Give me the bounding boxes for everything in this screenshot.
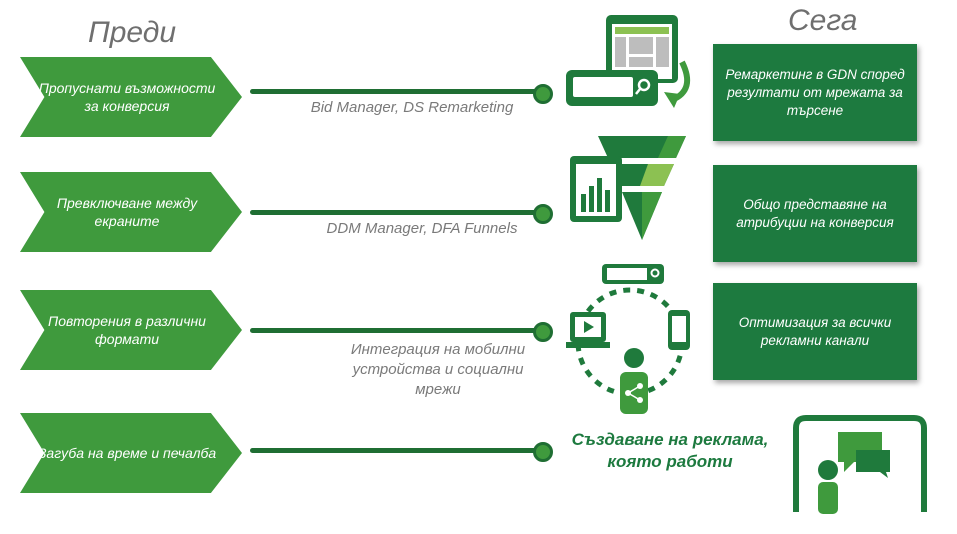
tool-caption-2: DDM Manager, DFA Funnels	[326, 220, 518, 237]
problem-chevron-3: Повторения в различни формати	[20, 290, 242, 370]
solution-label-3: Оптимизация за всички рекламни канали	[738, 314, 892, 348]
connector-node-1	[533, 84, 553, 104]
problem-label-3: Повторения в различни формати	[48, 313, 206, 347]
solution-box-2: Общо представяне на атрибуции на конверс…	[713, 165, 917, 262]
presenter-board-icon	[793, 415, 927, 514]
tool-caption-1: Bid Manager, DS Remarketing	[310, 99, 514, 116]
cross-device-cycle-icon	[566, 264, 690, 414]
connector-node-3	[533, 322, 553, 342]
problem-chevron-4: Загуба на време и печалба	[20, 413, 242, 493]
funnel-chart-icon	[570, 136, 686, 240]
connector-line-4	[250, 448, 538, 453]
problem-label-2: Превключване между екраните	[56, 195, 198, 229]
connector-line-1	[250, 89, 538, 94]
problem-label-4: Загуба на време и печалба	[37, 445, 217, 461]
problem-label-1: Пропуснати възможности за конверсия	[38, 80, 216, 114]
connector-node-2	[533, 204, 553, 224]
solution-label-1: Ремаркетинг в GDN според резултати от мр…	[725, 66, 905, 118]
tool-caption-3: Интеграция на мобилни устройства и социа…	[350, 341, 526, 398]
connector-line-2	[250, 210, 538, 215]
solution-box-1: Ремаркетинг в GDN според резултати от мр…	[713, 44, 917, 141]
connector-line-3	[250, 328, 538, 333]
now-heading: Сега	[788, 4, 858, 37]
problem-chevron-1: Пропуснати възможности за конверсия	[20, 57, 242, 137]
problem-chevron-2: Превключване между екраните	[20, 172, 242, 252]
remarketing-window-icon	[566, 15, 691, 108]
before-heading: Преди	[88, 16, 177, 49]
solution-box-3: Оптимизация за всички рекламни канали	[713, 283, 917, 380]
highlight-result: Създаване на реклама, която работи	[571, 430, 769, 471]
solution-label-2: Общо представяне на атрибуции на конверс…	[736, 196, 894, 230]
connector-node-4	[533, 442, 553, 462]
